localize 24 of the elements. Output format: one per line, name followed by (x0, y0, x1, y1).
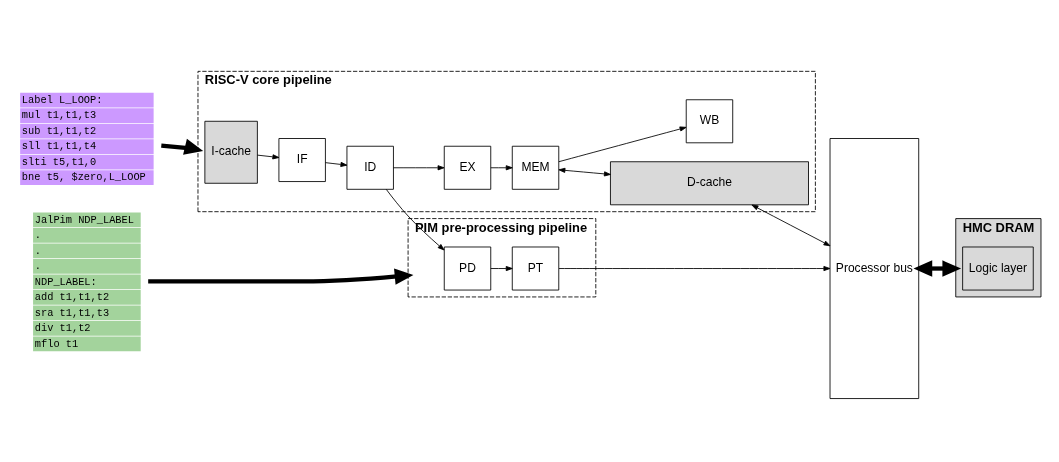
node-box: PT (511, 246, 560, 290)
node-box: I-cache (204, 120, 258, 184)
node-box: Logic layer (962, 246, 1034, 290)
node-box: PD (443, 246, 492, 290)
arrow (751, 204, 831, 246)
node-box: MEM (511, 145, 560, 190)
arrow (558, 125, 687, 162)
node-box: D-cache (610, 160, 809, 205)
arrow (257, 153, 280, 159)
arrow (393, 164, 445, 170)
arrow (558, 167, 611, 176)
arrow (558, 265, 831, 271)
node-box: EX (443, 145, 492, 190)
node-box: ID (346, 145, 394, 190)
arrow (148, 268, 414, 285)
arrow (385, 188, 445, 250)
node-box: WB (685, 98, 734, 143)
node-box: Processor bus (829, 137, 920, 399)
arrow (325, 161, 348, 167)
arrow (161, 138, 204, 155)
arrow (913, 259, 962, 277)
arrow (490, 265, 513, 271)
node-box: IF (278, 137, 326, 182)
arrow (490, 164, 513, 170)
